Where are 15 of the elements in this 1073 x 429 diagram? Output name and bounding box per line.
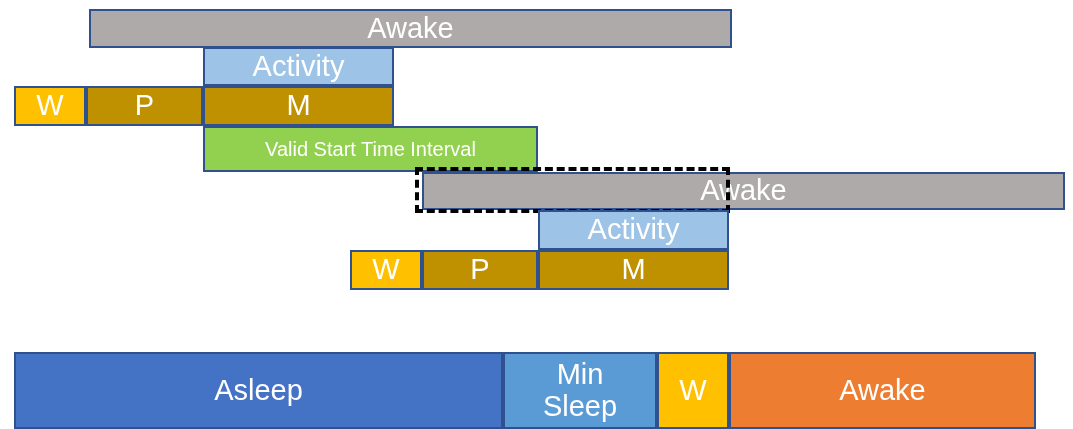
timeline-bar: Activity bbox=[203, 47, 394, 86]
timeline-bar: Valid Start Time Interval bbox=[203, 126, 538, 172]
timeline-bar: Min Sleep bbox=[503, 352, 657, 429]
timeline-bar: W bbox=[657, 352, 729, 429]
timeline-bar: W bbox=[350, 250, 422, 290]
timeline-bar: Awake bbox=[422, 172, 1065, 210]
timeline-bar: Activity bbox=[538, 210, 729, 250]
timeline-bar: P bbox=[422, 250, 538, 290]
timeline-bar: M bbox=[203, 86, 394, 126]
timeline-bar: Awake bbox=[729, 352, 1036, 429]
timeline-bar: Asleep bbox=[14, 352, 503, 429]
timeline-bar: P bbox=[86, 86, 203, 126]
timeline-bar: W bbox=[14, 86, 86, 126]
timeline-bar: M bbox=[538, 250, 729, 290]
timeline-bar: Awake bbox=[89, 9, 732, 48]
